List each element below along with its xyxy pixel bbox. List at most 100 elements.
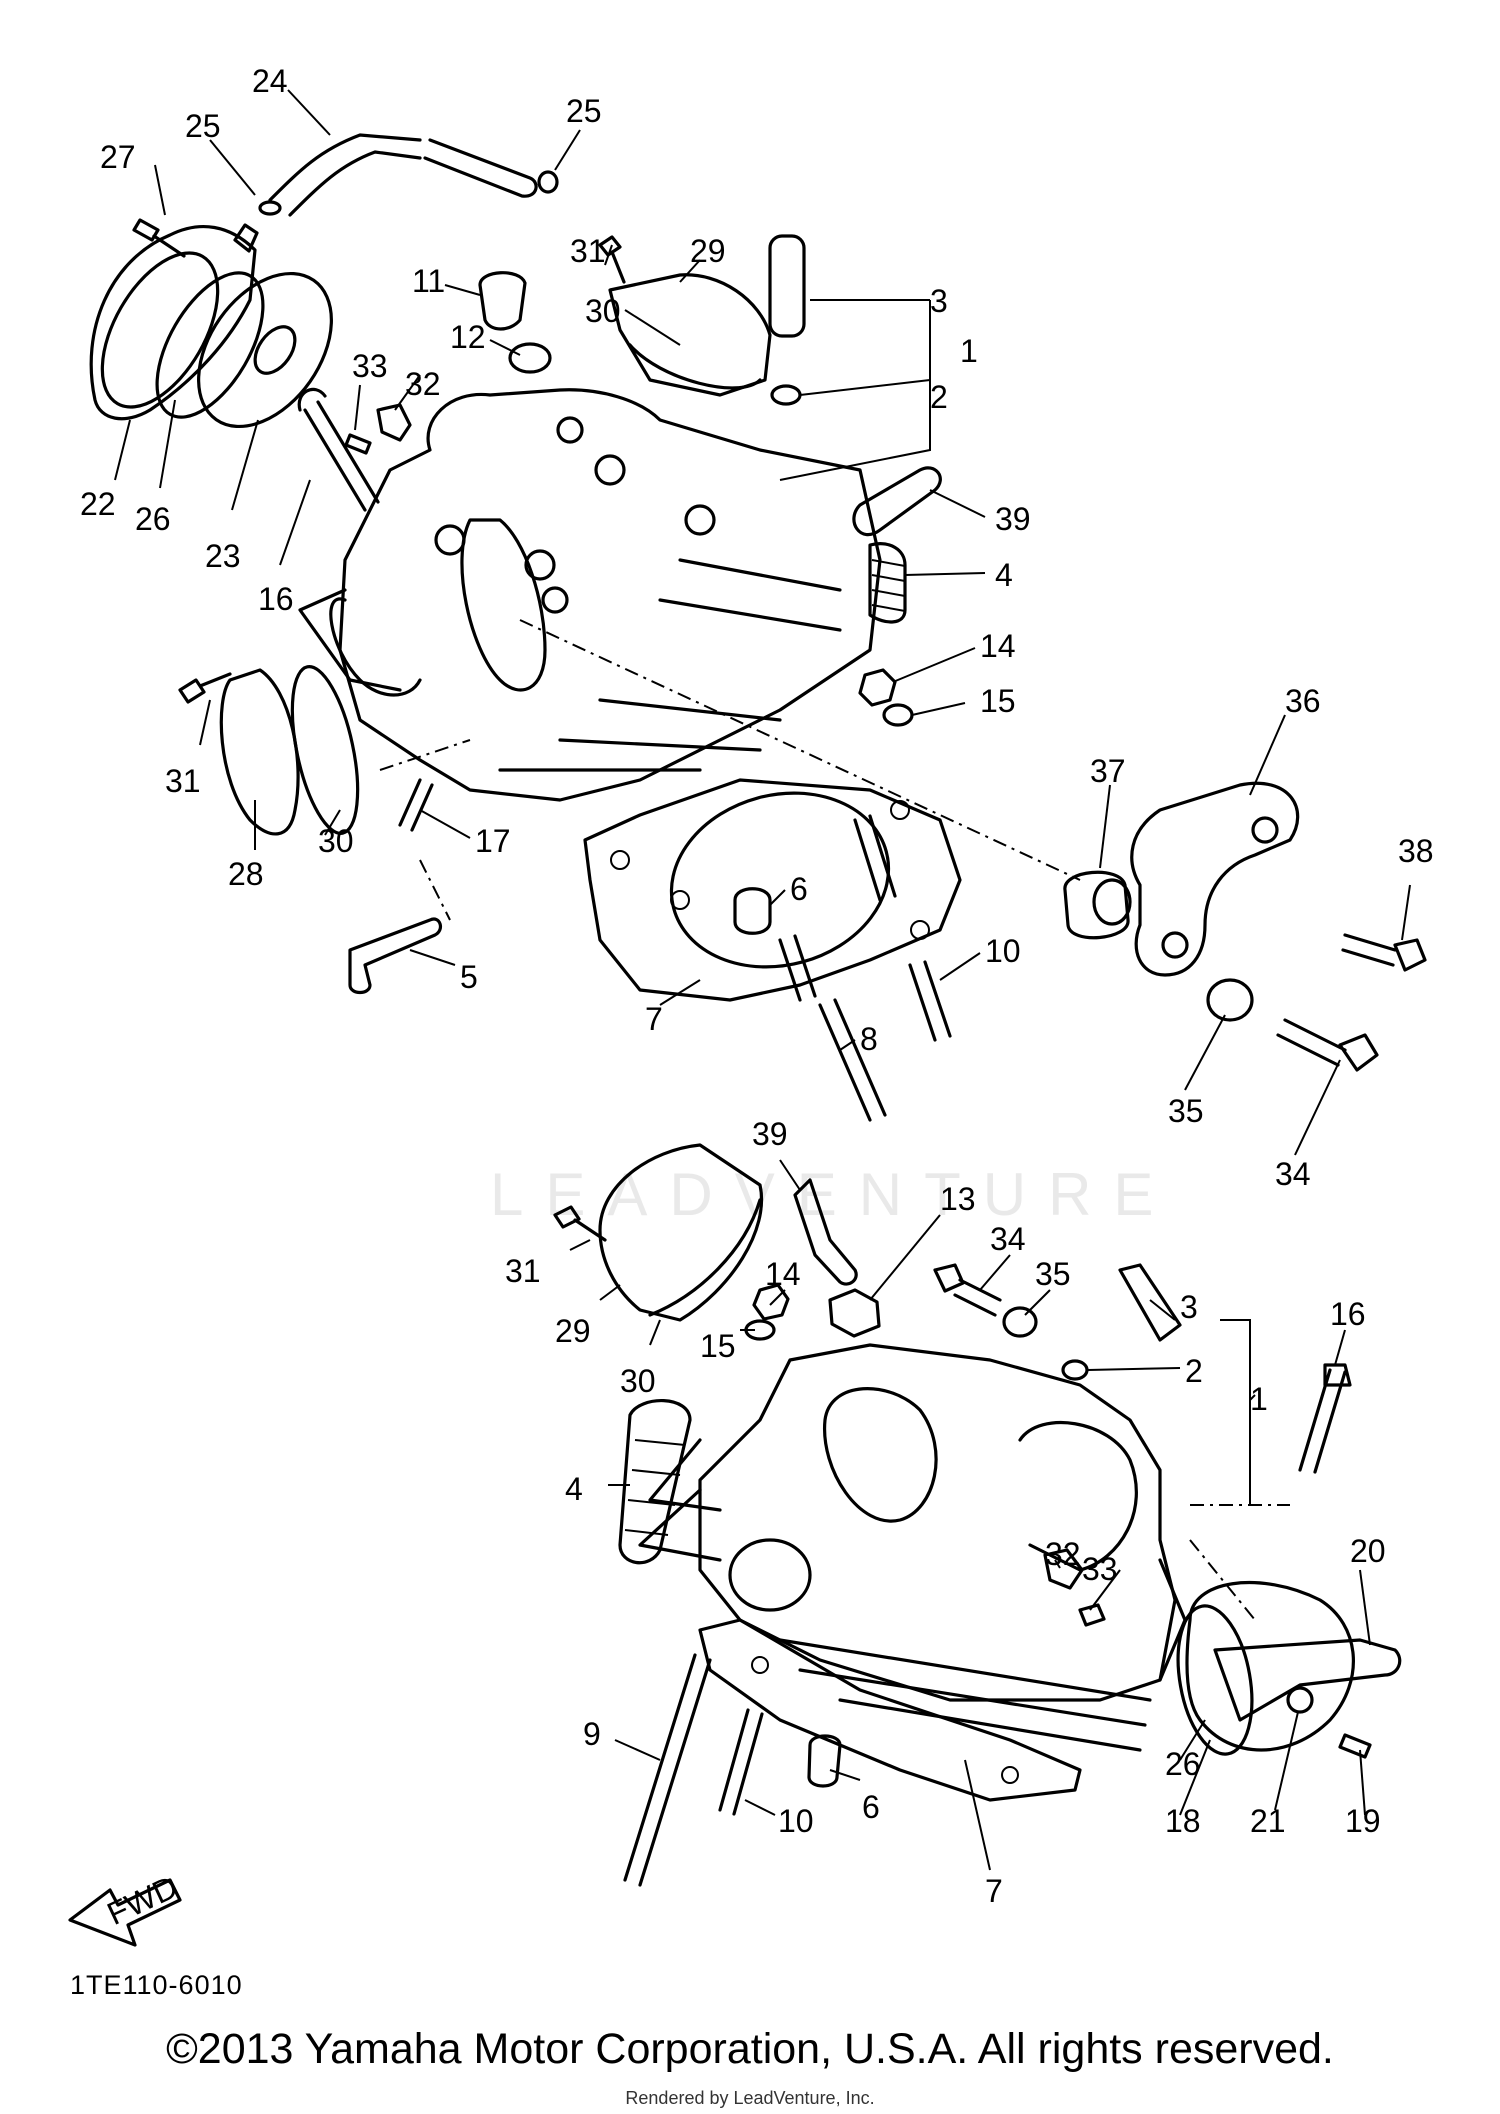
lower-cylinder-head [698, 1343, 1177, 1702]
spring-4-upper-coils [871, 559, 906, 612]
head-gasket-upper-hole-1 [610, 850, 630, 870]
callout-26-lower: 26 [1165, 1746, 1201, 1782]
head-gasket-lower-hole-2 [1001, 1766, 1019, 1784]
callout-3-lower: 3 [1180, 1289, 1198, 1325]
collar-37 [1063, 870, 1130, 940]
upper-head-left-wing [298, 588, 402, 692]
nut-14-upper [858, 668, 897, 707]
bolt-31-side [178, 672, 232, 704]
upper-head-boss-6 [556, 416, 584, 444]
callout-16-upper: 16 [258, 581, 294, 617]
fwd-arrow: FWD [68, 1868, 183, 1947]
callout-24-upper: 24 [252, 63, 288, 99]
screw-19 [1338, 1733, 1372, 1759]
callout-19-lower: 19 [1345, 1803, 1381, 1839]
breather-hose [268, 133, 422, 217]
stud-10-lower [718, 1708, 764, 1816]
upper-center-line [519, 619, 1081, 881]
nut-13 [828, 1288, 881, 1338]
lower-head-exhaust [1018, 1420, 1138, 1572]
upper-head-boss-3 [541, 586, 569, 614]
callouts-lower: 39 13 34 35 3 16 31 14 29 15 2 1 30 4 20… [505, 1116, 1386, 1909]
upper-head-boss-4 [594, 454, 626, 486]
callout-25-upper-left: 25 [185, 108, 221, 144]
lower-head-port [823, 1387, 938, 1523]
bracket-36-hole-top [1251, 816, 1279, 844]
gasket-30-top [628, 343, 762, 390]
diagram-code: 1TE110-6010 [70, 1970, 243, 2000]
gasket-26 [155, 271, 265, 419]
callout-1-upper: 1 [960, 333, 978, 369]
stud-upper-b [778, 934, 817, 1002]
callout-10-lower: 10 [778, 1803, 814, 1839]
spring-4-lower [618, 1399, 692, 1565]
gasket-26-lower [1176, 1604, 1254, 1756]
stud-17 [398, 778, 434, 832]
callout-34-upper: 34 [1275, 1156, 1311, 1192]
upper-head-intake [329, 597, 422, 697]
callout-11-upper: 11 [412, 263, 445, 299]
upper-cylinder-head [338, 388, 882, 802]
callout-38-upper: 38 [1398, 833, 1434, 869]
callout-33-upper: 33 [352, 348, 388, 384]
lower-head-assembly [553, 1143, 1402, 1887]
collar-37-face [1092, 878, 1132, 926]
callout-14-upper: 14 [980, 628, 1016, 664]
bolt-38 [1341, 933, 1427, 972]
spark-plug-39-upper [852, 466, 942, 537]
cover-18 [1185, 1581, 1355, 1752]
clip-32-lower [1043, 1548, 1084, 1590]
upper-head-boss-1 [434, 524, 466, 556]
head-gasket-lower-hole-1 [751, 1656, 769, 1674]
callout-3-upper: 3 [930, 283, 948, 319]
callout-31-upper-top: 31 [570, 233, 606, 269]
callout-39-upper: 39 [995, 501, 1031, 537]
dowel-6-lower [807, 1734, 842, 1788]
callout-10-upper: 10 [985, 933, 1021, 969]
callout-15-upper: 15 [980, 683, 1016, 719]
callout-27-upper: 27 [100, 139, 136, 175]
plate-23 [197, 271, 333, 429]
callout-18-lower: 18 [1165, 1803, 1201, 1839]
callout-15-lower: 15 [700, 1328, 736, 1364]
dowel-6-upper [733, 887, 772, 935]
callout-13-lower: 13 [940, 1181, 976, 1217]
cover-29-top [608, 273, 772, 397]
callout-4-upper: 4 [995, 557, 1013, 593]
callout-7-upper: 7 [645, 1001, 663, 1037]
lower-head-fin-4 [798, 1668, 1147, 1727]
callout-29-upper: 29 [690, 233, 726, 269]
bolt-31-lower [553, 1205, 607, 1242]
bolt-34-upper [1276, 1018, 1379, 1072]
bolt-21 [1286, 1686, 1314, 1714]
head-gasket-upper-hole-3 [670, 890, 690, 910]
bolt-31-top [598, 235, 626, 284]
lower-head-fin-3 [778, 1638, 1152, 1702]
callout-6-lower: 6 [862, 1789, 880, 1825]
hose-clip-right [537, 170, 559, 194]
stud-upper-a [853, 814, 897, 902]
callout-31-upper-side: 31 [165, 763, 201, 799]
washer-35-lower [1002, 1306, 1038, 1338]
callout-9-lower: 9 [583, 1716, 601, 1752]
bolt-33 [344, 433, 372, 455]
rendered-by-text: Rendered by LeadVenture, Inc. [625, 2088, 875, 2108]
upper-head-fin-1 [678, 558, 842, 592]
callout-2-lower: 2 [1185, 1353, 1203, 1389]
plate-23-hole [253, 325, 297, 375]
spring-4-lower-coils [624, 1439, 686, 1536]
o-ring-30-side [290, 665, 360, 835]
head-gasket-upper-bore [669, 791, 891, 969]
lower-line-2 [1189, 1539, 1256, 1621]
upper-head-fin-2 [658, 598, 842, 632]
cam-cover-22 [89, 225, 257, 421]
callout-35-lower: 35 [1035, 1256, 1071, 1292]
cover-29-lower [598, 1143, 763, 1322]
callout-32-upper: 32 [405, 366, 441, 402]
callout-6-upper: 6 [790, 871, 808, 907]
head-gasket-upper-hole-2 [890, 800, 910, 820]
copyright-text: ©2013 Yamaha Motor Corporation, U.S.A. A… [166, 2025, 1334, 2073]
callout-21-lower: 21 [1250, 1803, 1286, 1839]
lower-head-side-port [728, 1538, 812, 1612]
callout-7-lower: 7 [985, 1873, 1003, 1909]
